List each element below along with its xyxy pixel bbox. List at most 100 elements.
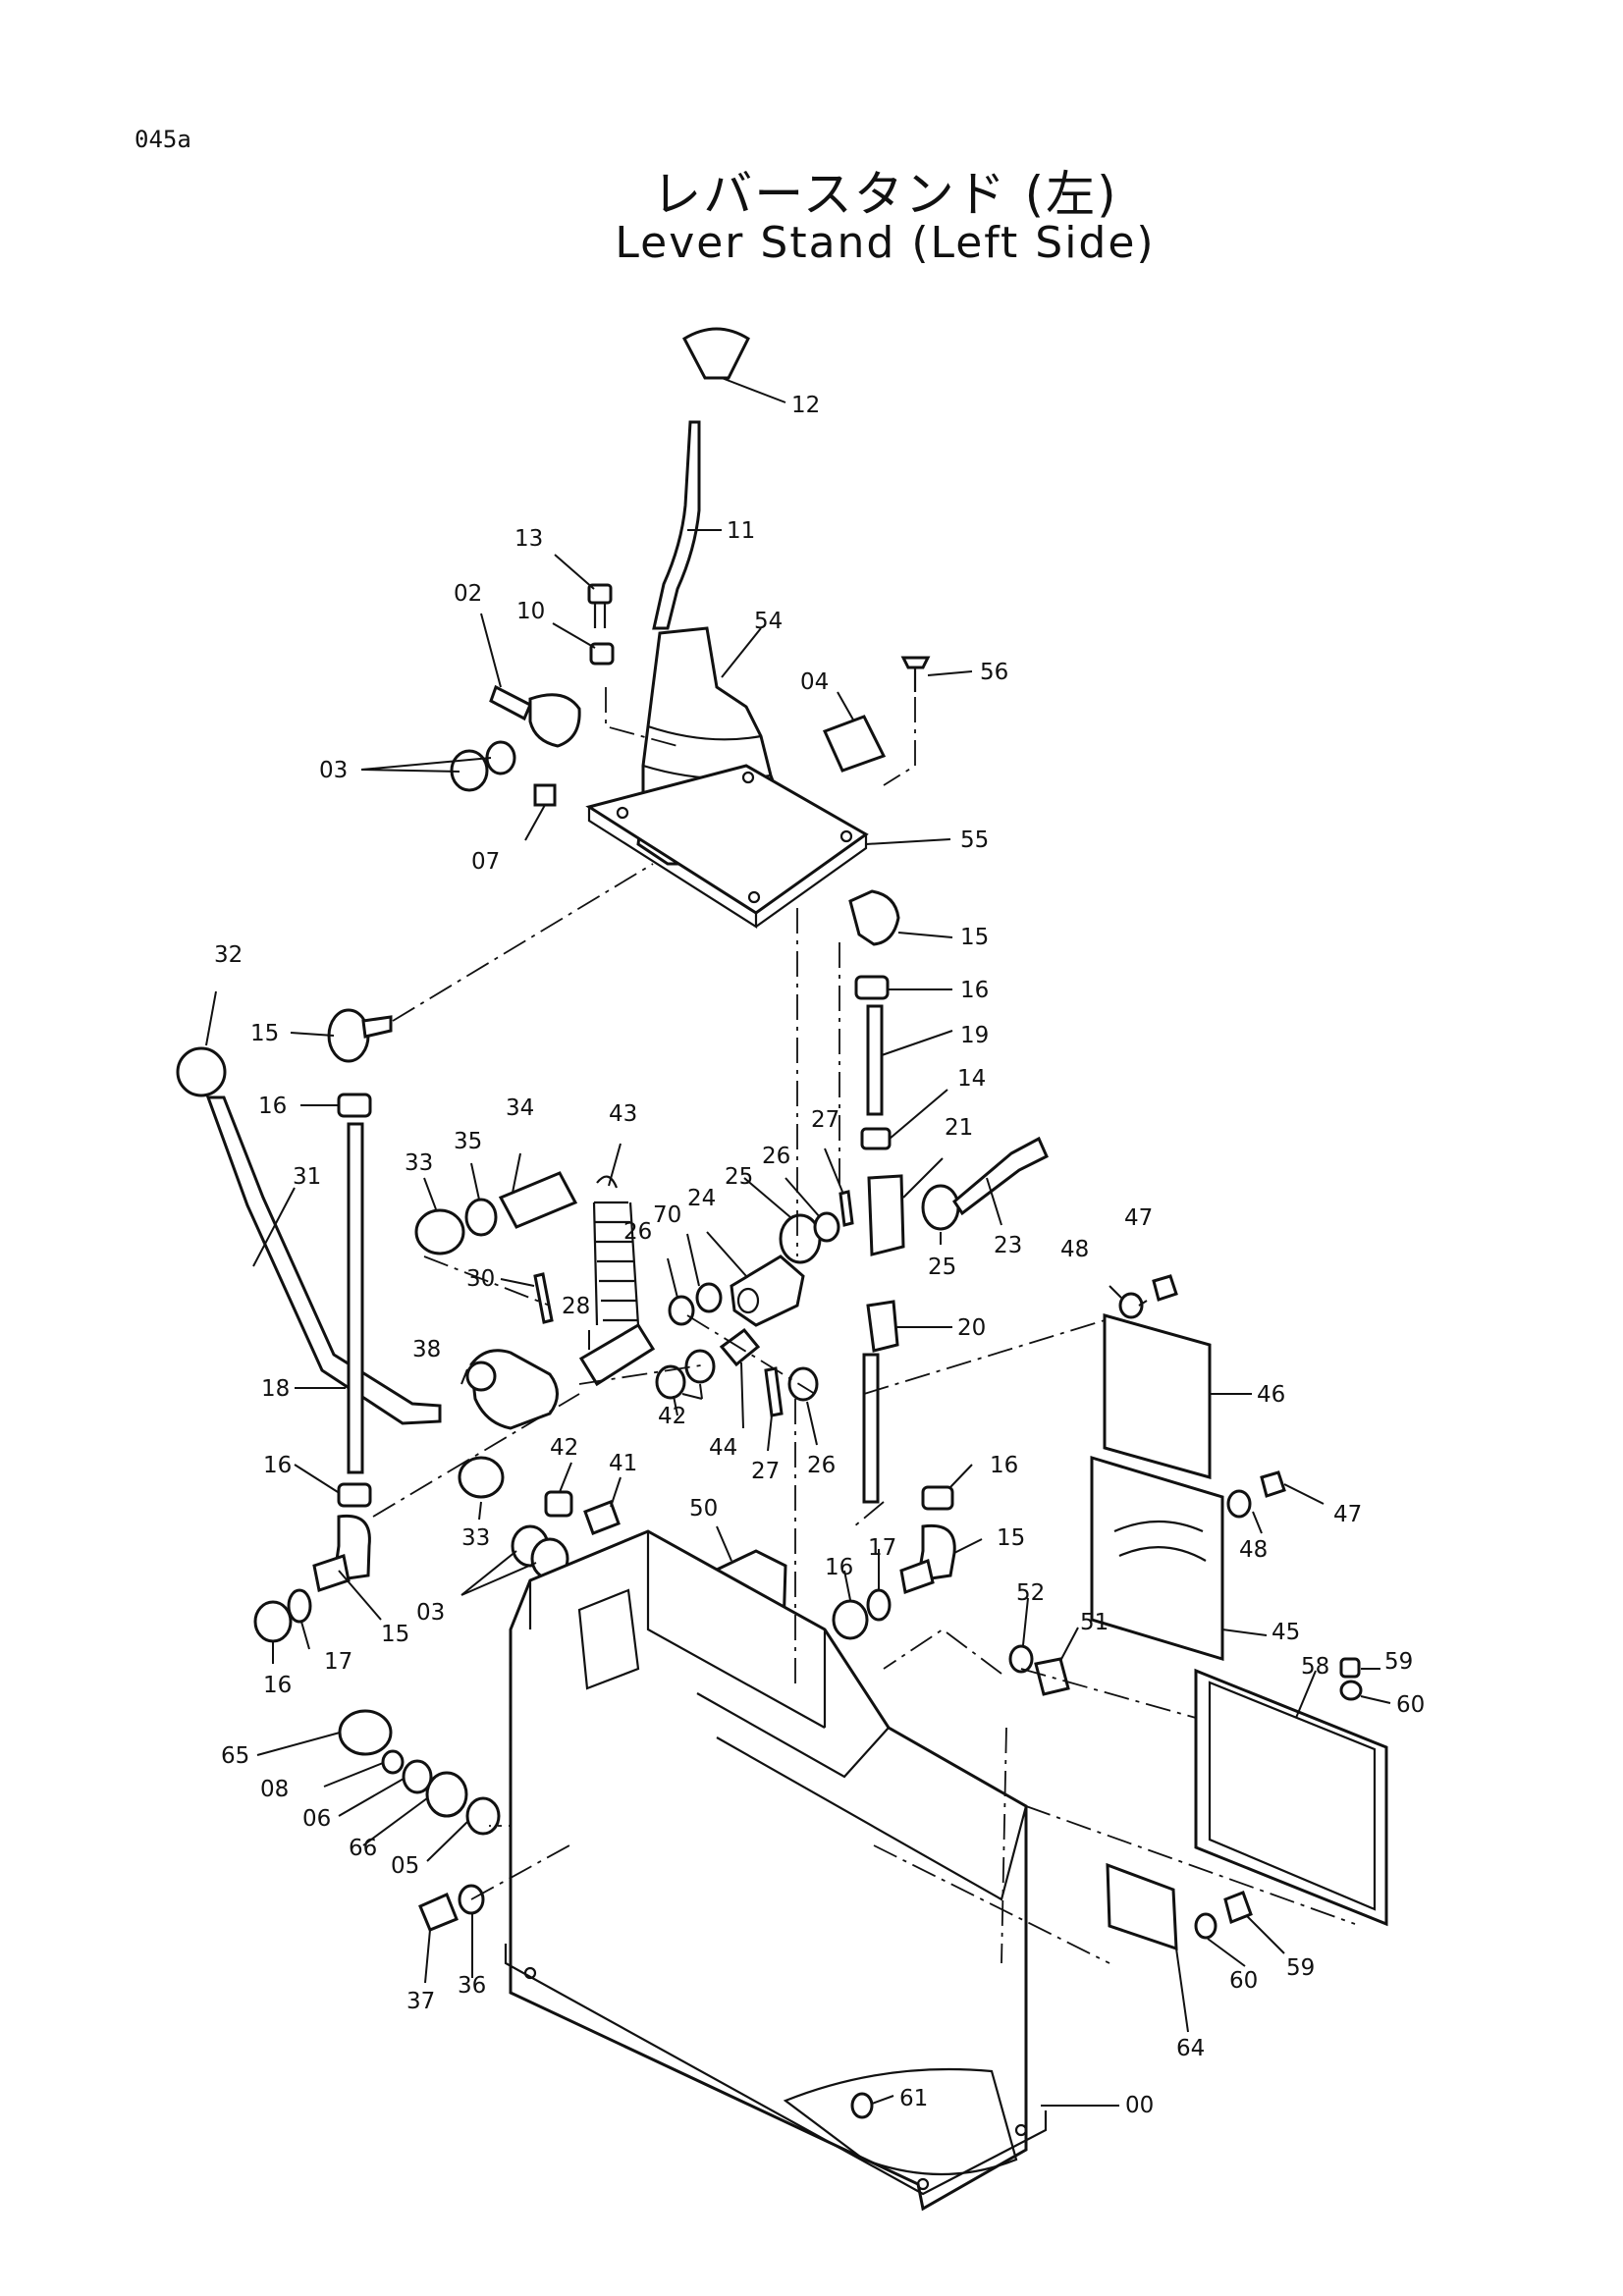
bushing-33-upper bbox=[414, 1208, 465, 1255]
callout-59-upper: 59 bbox=[1384, 1649, 1413, 1675]
callout-47-lower: 47 bbox=[1333, 1502, 1362, 1527]
callout-16-left-upper: 16 bbox=[258, 1094, 287, 1119]
callout-66: 66 bbox=[349, 1836, 377, 1861]
bolt-13 bbox=[587, 583, 613, 628]
page-title-japanese: レバースタンド (左) bbox=[652, 166, 1118, 223]
callout-60-lower: 60 bbox=[1229, 1968, 1258, 1994]
callout-33-upper: 33 bbox=[405, 1150, 433, 1176]
bushing-66 bbox=[425, 1771, 468, 1818]
callout-48-upper: 48 bbox=[1060, 1237, 1089, 1262]
washer-60-lower bbox=[1194, 1912, 1217, 1940]
callout-15-left: 15 bbox=[250, 1021, 279, 1046]
callout-65: 65 bbox=[221, 1743, 249, 1769]
callout-34: 34 bbox=[506, 1095, 534, 1121]
cotter-pin-27-upper bbox=[839, 1190, 854, 1227]
callout-03-upper: 03 bbox=[319, 758, 348, 783]
callout-56: 56 bbox=[980, 660, 1008, 685]
callout-61: 61 bbox=[899, 2086, 928, 2111]
callout-46: 46 bbox=[1257, 1382, 1285, 1408]
callout-44: 44 bbox=[709, 1435, 737, 1461]
ball-knob-32 bbox=[176, 1046, 227, 1097]
cover-plate-46 bbox=[1103, 1313, 1212, 1479]
callout-43: 43 bbox=[609, 1101, 637, 1127]
nut-16-right-lower bbox=[921, 1485, 954, 1511]
callout-16-right-end: 16 bbox=[825, 1555, 853, 1580]
callout-30: 30 bbox=[466, 1266, 495, 1292]
callout-41: 41 bbox=[609, 1451, 637, 1476]
pin-30 bbox=[533, 1272, 554, 1324]
nut-16-left-upper bbox=[337, 1093, 372, 1118]
bracket-02 bbox=[528, 693, 581, 748]
callout-12: 12 bbox=[791, 393, 820, 418]
callout-55: 55 bbox=[960, 828, 989, 853]
callout-32: 32 bbox=[214, 942, 243, 968]
callout-19: 19 bbox=[960, 1023, 989, 1048]
bushings-03-upper bbox=[450, 740, 516, 792]
stand-body-00 bbox=[504, 1529, 1048, 2212]
callout-36: 36 bbox=[458, 1973, 486, 1999]
ball-joint-15-right-upper bbox=[848, 889, 900, 946]
rod-18 bbox=[347, 1122, 364, 1474]
callout-05: 05 bbox=[391, 1853, 419, 1879]
callout-45: 45 bbox=[1271, 1620, 1300, 1645]
callout-70: 70 bbox=[653, 1202, 681, 1228]
control-lever-11 bbox=[652, 420, 701, 630]
callout-27-lower: 27 bbox=[751, 1459, 780, 1484]
rod-19 bbox=[866, 1004, 884, 1116]
callout-16-right-lower: 16 bbox=[990, 1453, 1018, 1478]
callout-16-left-lower: 16 bbox=[263, 1453, 292, 1478]
rod-end-20 bbox=[862, 1300, 899, 1504]
washer-48-upper bbox=[1118, 1292, 1144, 1319]
bolt-51 bbox=[1034, 1657, 1070, 1696]
washer-26-lower bbox=[787, 1366, 819, 1402]
callout-25-right: 25 bbox=[928, 1255, 956, 1280]
callout-15-right-lower: 15 bbox=[997, 1525, 1025, 1551]
callout-06: 06 bbox=[302, 1806, 331, 1832]
callout-03-lower: 03 bbox=[416, 1600, 445, 1626]
washer-17-right bbox=[866, 1588, 892, 1622]
callout-51: 51 bbox=[1080, 1610, 1109, 1635]
callout-15-left-lower: 15 bbox=[381, 1622, 409, 1647]
callout-07: 07 bbox=[471, 849, 500, 875]
callout-52: 52 bbox=[1016, 1580, 1045, 1606]
callout-26-lower: 26 bbox=[807, 1453, 836, 1478]
washer-26-center bbox=[668, 1295, 695, 1326]
callout-02: 02 bbox=[454, 581, 482, 607]
callout-26-center: 26 bbox=[623, 1219, 652, 1245]
mounting-plate-55 bbox=[585, 764, 869, 930]
callout-20: 20 bbox=[957, 1315, 986, 1341]
bushing-25-center bbox=[779, 1213, 822, 1264]
bolt-41 bbox=[583, 1500, 621, 1535]
rod-28 bbox=[578, 1322, 656, 1387]
ball-joint-15-right-lower bbox=[899, 1523, 956, 1595]
callout-08: 08 bbox=[260, 1777, 289, 1802]
callout-10: 10 bbox=[516, 599, 545, 624]
callout-28: 28 bbox=[562, 1294, 590, 1319]
callout-17-right: 17 bbox=[868, 1535, 896, 1561]
ball-joint-15-left-lower bbox=[312, 1514, 371, 1592]
bushing-33-lower bbox=[458, 1456, 505, 1499]
leader-lines bbox=[205, 377, 1391, 2107]
screw-59-upper bbox=[1339, 1657, 1361, 1679]
gasket-45 bbox=[1090, 1455, 1224, 1662]
callout-27-upper: 27 bbox=[811, 1107, 839, 1133]
callout-18: 18 bbox=[261, 1376, 290, 1402]
nut-16-right-upper bbox=[854, 975, 890, 1000]
callout-13: 13 bbox=[514, 526, 543, 552]
callout-31: 31 bbox=[293, 1164, 321, 1190]
control-knob-12 bbox=[682, 327, 750, 380]
callout-23: 23 bbox=[994, 1233, 1022, 1258]
page-title-english: Lever Stand (Left Side) bbox=[615, 218, 1156, 268]
fitting-08 bbox=[381, 1749, 405, 1775]
callout-25-center: 25 bbox=[725, 1164, 753, 1190]
pin-34 bbox=[498, 1171, 578, 1229]
link-24 bbox=[730, 1255, 805, 1327]
callout-17-left: 17 bbox=[324, 1649, 352, 1675]
callout-16-left-end: 16 bbox=[263, 1673, 292, 1698]
callout-58: 58 bbox=[1301, 1654, 1329, 1680]
callout-33-lower: 33 bbox=[461, 1525, 490, 1551]
callout-00: 00 bbox=[1125, 2093, 1154, 2118]
pin-02 bbox=[489, 684, 532, 721]
callout-04: 04 bbox=[800, 669, 829, 695]
